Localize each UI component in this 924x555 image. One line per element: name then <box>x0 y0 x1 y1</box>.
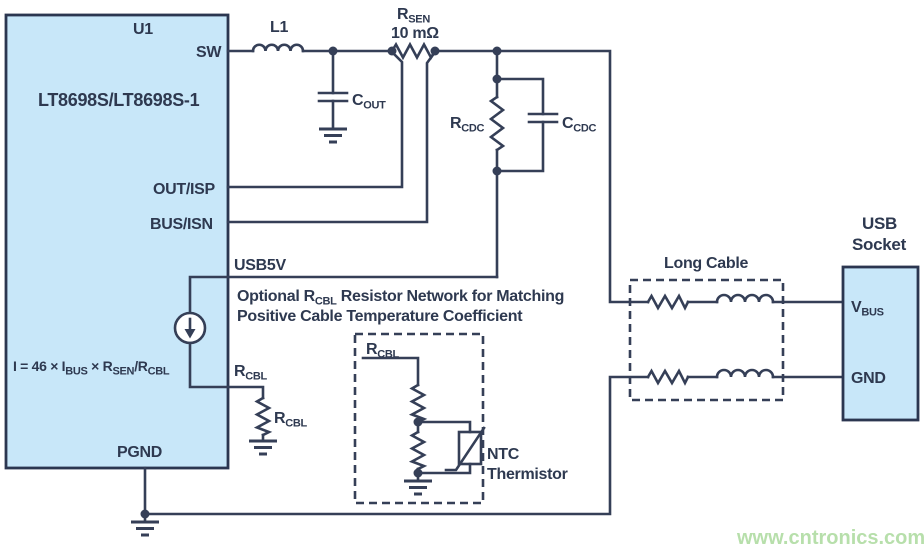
socket-pin-vbus: VBUS <box>851 299 884 319</box>
resistor-rsen-label: RSEN <box>397 6 430 26</box>
capacitor-cout-label: COUT <box>352 92 386 112</box>
wire-usb5v <box>188 275 499 315</box>
inductor-l1-label: L1 <box>270 19 288 36</box>
cable-inductor-vbus <box>715 293 775 304</box>
pin-label-pgnd: PGND <box>117 444 162 461</box>
wire-out-isp <box>226 50 404 189</box>
resistor-rcbl-bottom <box>408 430 428 471</box>
wire-rcbl-pin <box>188 341 265 400</box>
long-cable-dashed-box <box>628 278 785 402</box>
pin-label-bus-isn: BUS/ISN <box>150 216 213 233</box>
capacitor-ccdc <box>495 77 559 173</box>
ntc-thermistor <box>416 420 486 475</box>
current-equation-label: I = 46 × IBUS × RSEN/RCBL <box>13 358 170 378</box>
current-source-arrow-icon <box>184 317 196 339</box>
capacitor-cout <box>317 49 349 131</box>
cable-inductor-gnd <box>715 368 775 379</box>
rcbl-network-dashed-box <box>353 332 485 505</box>
resistor-rsen <box>390 41 437 61</box>
resistor-rcdc <box>488 95 506 152</box>
wire-gnd-return <box>143 375 650 516</box>
usb-socket-title-line1: USB <box>862 214 897 233</box>
resistor-rcdc-label: RCDC <box>450 115 485 135</box>
ground-symbol-rcbl <box>249 439 277 456</box>
resistor-rcbl-label: RCBL <box>274 410 308 430</box>
resistor-rcbl-top <box>408 383 428 424</box>
ground-symbol-cout <box>319 127 347 144</box>
ic-body <box>4 13 230 470</box>
wire-rcbl-network-top <box>361 356 420 387</box>
note-line1: Optional RCBL Resistor Network for Match… <box>237 288 564 308</box>
ntc-label-line2: Thermistor <box>487 466 568 483</box>
ground-symbol-pgnd <box>131 520 159 537</box>
pin-label-rcbl: RCBL <box>234 363 268 383</box>
junction-dots <box>140 46 502 519</box>
ground-symbol-rcbl-network <box>404 479 432 496</box>
cable-resistor-gnd <box>646 368 690 386</box>
pin-label-usb5v: USB5V <box>234 257 286 274</box>
ic-part-label: LT8698S/LT8698S-1 <box>38 90 200 110</box>
wire-bus-isn <box>226 50 437 224</box>
resistor-rsen-value: 10 mΩ <box>391 25 439 42</box>
cable-resistor-vbus <box>646 293 690 311</box>
wire-vbus-main <box>433 49 650 304</box>
ntc-label-line1: NTC <box>487 446 520 463</box>
pin-label-out-isp: OUT/ISP <box>153 181 216 198</box>
pin-label-sw: SW <box>196 44 222 61</box>
capacitor-ccdc-label: CCDC <box>562 115 597 135</box>
socket-pin-gnd: GND <box>851 370 886 387</box>
long-cable-label: Long Cable <box>664 255 749 272</box>
ic-ref-label: U1 <box>133 21 153 38</box>
note-line2: Positive Cable Temperature Coefficient <box>237 308 523 325</box>
watermark: www.cntronics.com <box>736 527 924 549</box>
usb-socket-title-line2: Socket <box>852 235 907 254</box>
resistor-rcbl-external <box>253 396 273 437</box>
inductor-l1 <box>251 43 305 53</box>
usb-socket-body <box>841 265 920 422</box>
